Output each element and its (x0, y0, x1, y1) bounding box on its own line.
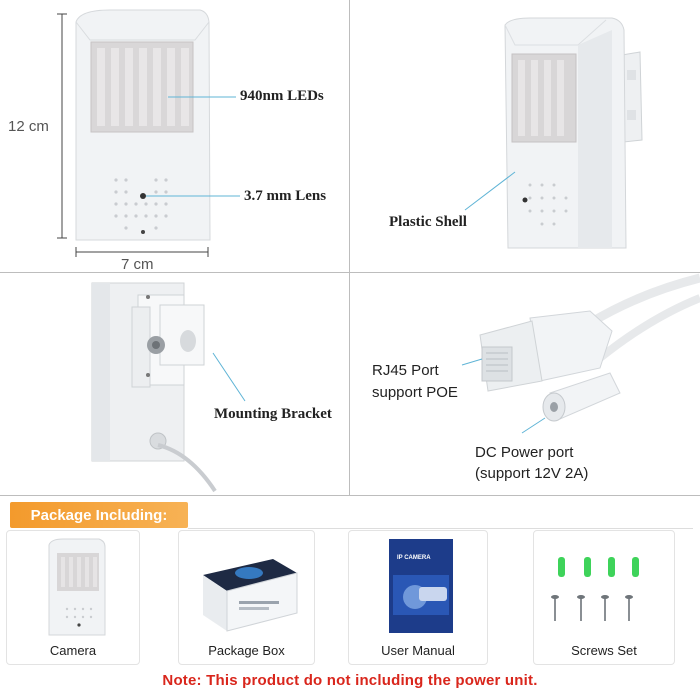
package-item-label: User Manual (381, 643, 455, 658)
package-box-image (203, 559, 298, 632)
rj45-label-line2: support POE (372, 384, 458, 401)
package-item-camera: Camera (6, 530, 140, 665)
package-banner: Package Including: (10, 502, 188, 528)
manual-cover-text: IP CAMERA (397, 555, 431, 561)
camera-bracket-image (91, 282, 246, 493)
package-banner-rule (188, 528, 693, 529)
width-dimension-label: 7 cm (121, 256, 154, 273)
leds-label: 940nm LEDs (240, 88, 324, 104)
divider-vertical-top (349, 0, 350, 495)
user-manual-image (389, 539, 453, 633)
shell-label: Plastic Shell (389, 214, 467, 230)
screws-set-image (551, 557, 639, 621)
divider-horizontal-bottom (0, 495, 700, 496)
cable-ports-image (461, 273, 700, 434)
camera-side-image (464, 17, 643, 249)
package-item-label: Screws Set (571, 643, 637, 658)
power-unit-note: Note: This product do not including the … (162, 672, 538, 689)
dc-port-label-line2: (support 12V 2A) (475, 465, 589, 482)
camera-front-image (57, 9, 240, 257)
camera-thumbnail-image (48, 538, 106, 636)
package-item-box: Package Box (178, 530, 315, 665)
package-item-label: Package Box (208, 643, 285, 658)
package-item-manual: IP CAMERA User Manual (348, 530, 488, 665)
rj45-label-line1: RJ45 Port (372, 362, 439, 379)
height-dimension-label: 12 cm (8, 118, 49, 135)
package-item-screws: Screws Set (533, 530, 675, 665)
bracket-label: Mounting Bracket (214, 406, 332, 422)
lens-label: 3.7 mm Lens (244, 188, 327, 204)
divider-horizontal-middle (0, 272, 700, 273)
package-item-label: Camera (49, 643, 97, 658)
dc-port-label-line1: DC Power port (475, 444, 574, 461)
